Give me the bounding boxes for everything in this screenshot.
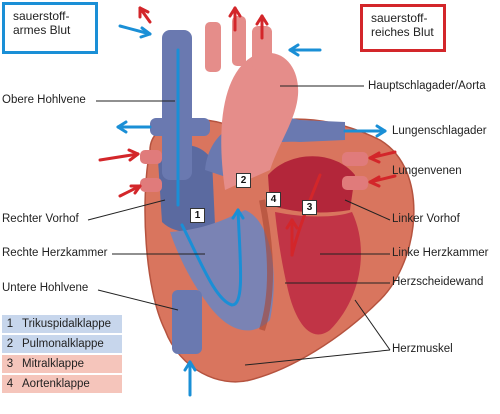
valve-key-row: 3 Mitralklappe: [2, 355, 122, 373]
valve-badge-2: 2: [236, 173, 251, 188]
valve-badge-3: 3: [302, 200, 317, 215]
label-pulmonary-artery: Lungenschlagader: [392, 125, 487, 137]
pulmonary-vein-left-1: [140, 150, 162, 164]
pulmonary-vein-right-2: [342, 176, 368, 190]
deoxygenated-blood-legend: sauerstoff- armes Blut: [2, 2, 98, 54]
aorta-branch-3: [252, 26, 272, 70]
inferior-vena-cava: [172, 290, 202, 354]
label-aorta: Hauptschlagader/Aorta: [368, 80, 486, 92]
label-inferior-vena-cava: Untere Hohlvene: [2, 282, 89, 294]
valve-key-row: 2 Pulmonalklappe: [2, 335, 122, 353]
septum-line: [259, 199, 273, 331]
valve-key-number: 3: [6, 358, 14, 370]
label-myocardium: Herzmuskel: [392, 343, 453, 355]
right-ventricle: [170, 210, 274, 331]
label-left-atrium: Linker Vorhof: [392, 213, 460, 225]
pulmonary-vein-right-1: [342, 152, 368, 166]
pulmonary-artery-left-branch: [150, 118, 210, 136]
pulmonary-vein-left-2: [140, 178, 162, 192]
oxygenated-flow-arrows: [98, 6, 397, 257]
label-left-ventricle: Linke Herzkammer: [392, 247, 489, 259]
valve-key-row: 1 Trikuspidalklappe: [2, 315, 122, 333]
valve-key-number: 4: [6, 378, 14, 390]
aorta: [221, 52, 299, 191]
label-septum: Herzscheidewand: [392, 276, 484, 288]
valve-badge-4: 4: [266, 192, 281, 207]
valve-key-number: 1: [6, 318, 14, 330]
label-right-atrium: Rechter Vorhof: [2, 213, 79, 225]
valve-badge-1: 1: [190, 208, 205, 223]
aorta-branch-1: [205, 22, 221, 72]
label-right-ventricle: Rechte Herzkammer: [2, 247, 108, 259]
valve-key-name: Aortenklappe: [22, 378, 90, 390]
valve-key-name: Pulmonalklappe: [22, 338, 104, 350]
left-atrium: [268, 156, 355, 213]
deoxygenated-flow-arrows: [116, 24, 387, 397]
oxygenated-blood-legend: sauerstoff- reiches Blut: [360, 4, 446, 52]
valve-key-name: Trikuspidalklappe: [22, 318, 112, 330]
valve-key-row: 4 Aortenklappe: [2, 375, 122, 393]
label-superior-vena-cava: Obere Hohlvene: [2, 94, 86, 106]
valve-key-name: Mitralklappe: [22, 358, 84, 370]
valve-key-number: 2: [6, 338, 14, 350]
label-pulmonary-veins: Lungenvenen: [392, 165, 462, 177]
